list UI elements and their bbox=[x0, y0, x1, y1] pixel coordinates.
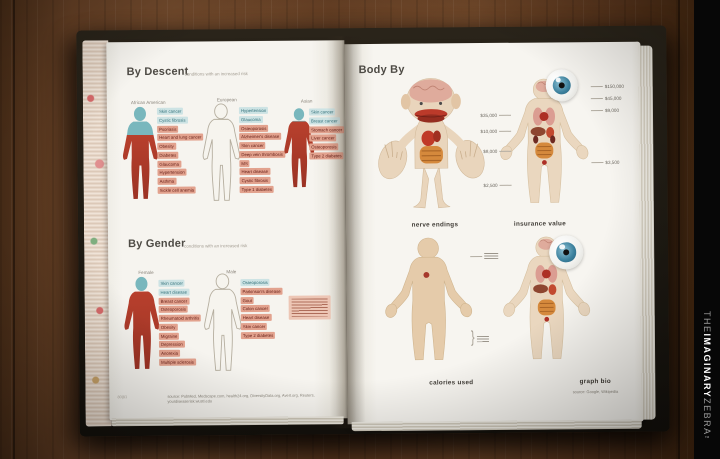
tag: Type 2 diabetes bbox=[240, 331, 276, 339]
insurance-label: $3,500 bbox=[591, 160, 619, 165]
tag: Skin cancer bbox=[239, 141, 266, 150]
tag: Rheumatoid arthritis bbox=[158, 314, 202, 323]
tag: Multiple sclerosis bbox=[159, 358, 196, 366]
tag: Liver cancer bbox=[309, 134, 337, 142]
source-line: source: PubMed, Medscape.com, health24.o… bbox=[167, 392, 315, 404]
tag: Breast cancer bbox=[158, 297, 190, 305]
tag: Gout bbox=[240, 296, 254, 304]
tag: Cystic fibrosis bbox=[156, 116, 188, 124]
calories-annotation bbox=[470, 252, 499, 260]
eye-icon bbox=[545, 69, 578, 102]
figure-insurance-value bbox=[500, 78, 589, 203]
tag: Heart and lung cancer bbox=[157, 133, 204, 142]
tag: Breast cancer bbox=[309, 117, 340, 125]
tag: Glaucoma bbox=[157, 160, 182, 168]
insurance-label: $10,000 bbox=[463, 129, 512, 134]
tag: Skin cancer bbox=[240, 322, 268, 331]
gender-subtitle: conditions with an increased risk bbox=[184, 243, 248, 249]
figure-nerve-endings bbox=[378, 78, 485, 209]
figure-asian bbox=[284, 108, 315, 188]
figure-graph-bio bbox=[503, 236, 591, 360]
caption-graph-bio: graph bio bbox=[579, 377, 612, 386]
descent-title: By Descent bbox=[126, 65, 189, 79]
tag: Diabetes bbox=[157, 151, 179, 159]
caption-insurance-value: insurance value bbox=[513, 220, 567, 228]
tag: Heart disease bbox=[240, 313, 272, 322]
tag: Osteoporosis bbox=[158, 305, 189, 314]
tag: Skin cancer bbox=[158, 279, 185, 288]
insurance-label: $2,500 bbox=[464, 183, 512, 188]
male-note-callout bbox=[288, 295, 331, 320]
tag: Obesity bbox=[158, 323, 178, 331]
tag: Asthma bbox=[157, 177, 177, 186]
tag: Depression bbox=[158, 340, 185, 349]
tags-african-american: Skin cancer Cystic fibrosis Psoriasis He… bbox=[156, 107, 204, 195]
watermark-bar: THEIMAGINARYZEBRA™ bbox=[694, 0, 720, 459]
tag: Hypertension bbox=[157, 168, 187, 177]
left-page: By Descent conditions with an increased … bbox=[106, 40, 348, 421]
tag: Parkinson's disease bbox=[240, 287, 283, 296]
eye-icon bbox=[549, 235, 584, 270]
insurance-label: $150,000 bbox=[590, 84, 624, 89]
tags-asian: Skin cancer Breast cancer Stomach cancer… bbox=[308, 108, 345, 161]
tag: Osteoporosis bbox=[239, 124, 269, 132]
tag: Heart disease bbox=[239, 168, 271, 176]
tag: Type 2 diabetes bbox=[309, 152, 344, 160]
tag: Anorexia bbox=[159, 349, 181, 358]
tag: Osteoporosis bbox=[309, 143, 339, 151]
tag: Alzheimer's disease bbox=[239, 133, 282, 141]
tag: Osteoporosis bbox=[240, 278, 270, 287]
tags-european: Hypertension Glaucoma Osteoporosis Alzhe… bbox=[238, 106, 285, 195]
page-number: 80|81 bbox=[117, 394, 128, 400]
tag: Glaucoma bbox=[238, 115, 263, 124]
insurance-label: $45,000 bbox=[590, 96, 621, 101]
caption-nerve-endings: nerve endings bbox=[411, 221, 459, 229]
tag: Skin cancer bbox=[156, 107, 184, 116]
tag: Heart disease bbox=[158, 288, 190, 296]
tag: Colon cancer bbox=[240, 305, 271, 313]
tag: Deep vein thrombosis bbox=[239, 150, 285, 159]
insurance-label: $35,000 bbox=[463, 113, 511, 118]
tag: Skin cancer bbox=[308, 108, 336, 116]
wood-plank-seam bbox=[13, 0, 15, 459]
right-page: Body By bbox=[344, 41, 644, 425]
calories-annotation: } bbox=[471, 329, 489, 347]
tag: MS bbox=[239, 159, 250, 167]
figure-male-outline bbox=[204, 273, 242, 371]
tag: Stomach cancer bbox=[309, 125, 345, 134]
caption-calories-used: calories used bbox=[429, 379, 474, 387]
tag: Cystic fibrosis bbox=[239, 176, 271, 185]
figure-african-american bbox=[122, 106, 158, 199]
tag: Sickle cell anemia bbox=[157, 186, 197, 194]
tags-male: Osteoporosis Parkinson's disease Gout Co… bbox=[240, 278, 283, 341]
open-book: By Descent conditions with an increased … bbox=[76, 25, 670, 437]
figure-calories-used bbox=[385, 237, 473, 361]
tag: Obesity bbox=[157, 142, 176, 151]
wood-plank-seam bbox=[678, 0, 680, 459]
figure-european-outline bbox=[202, 103, 240, 201]
tag: Psoriasis bbox=[157, 125, 179, 133]
tag: Migraine bbox=[158, 332, 180, 340]
tag: Hypertension bbox=[238, 106, 269, 115]
group-name-asian: Asian bbox=[300, 98, 313, 104]
tag: Type 1 diabetes bbox=[239, 185, 275, 194]
insurance-label: $8,000 bbox=[463, 149, 512, 154]
figure-female bbox=[124, 276, 160, 369]
descent-subtitle: conditions with an increased risk bbox=[184, 71, 248, 77]
insurance-label: $9,000 bbox=[590, 108, 619, 113]
bio-source-line: source: Google, Wikipedia bbox=[572, 388, 619, 395]
tags-female: Skin cancer Heart disease Breast cancer … bbox=[158, 279, 202, 368]
gender-title: By Gender bbox=[128, 237, 186, 251]
watermark-text: THEIMAGINARYZEBRA™ bbox=[702, 310, 712, 443]
